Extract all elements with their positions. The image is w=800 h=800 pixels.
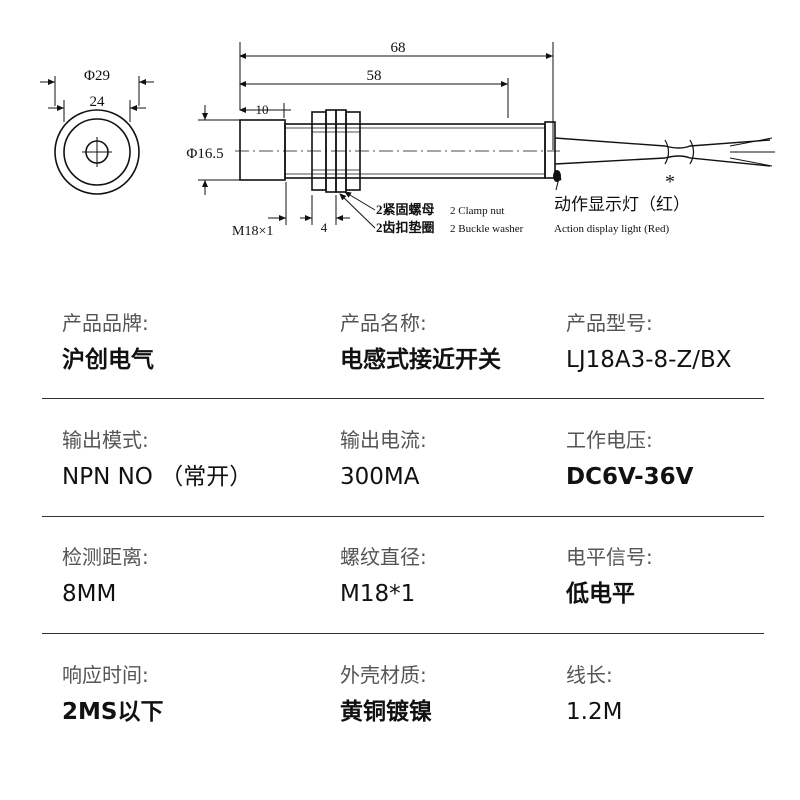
callout-clamp-nut-en: 2 Clamp nut — [450, 205, 504, 217]
dim-68: 68 — [391, 40, 406, 56]
spec-value: 8MM — [62, 581, 117, 607]
spec-label: 响应时间: — [62, 663, 149, 687]
spec-cell-voltage: 工作电压: DC6V-36V — [566, 425, 796, 495]
spec-value: 电感式接近开关 — [340, 347, 501, 373]
spec-value: 沪创电气 — [62, 347, 154, 373]
dim-24: 24 — [90, 94, 106, 110]
dim-phi29: Φ29 — [84, 68, 110, 84]
row-divider — [42, 516, 764, 517]
spec-label: 工作电压: — [566, 428, 653, 452]
spec-value: M18*1 — [340, 581, 416, 607]
spec-cell-detect-distance: 检测距离: 8MM — [62, 542, 292, 612]
spec-label: 输出电流: — [340, 428, 427, 452]
spec-value: 黄铜镀镍 — [340, 699, 432, 725]
dim-4: 4 — [321, 220, 328, 235]
spec-cell-brand: 产品品牌: 沪创电气 — [62, 308, 292, 378]
spec-label: 输出模式: — [62, 428, 149, 452]
spec-value: 低电平 — [566, 581, 635, 607]
spec-value: 2MS以下 — [62, 699, 164, 725]
spec-cell-cable-length: 线长: 1.2M — [566, 660, 796, 730]
callout-washer-cn: 2齿扣垫圈 — [376, 220, 435, 235]
spec-row: 检测距离: 8MM 螺纹直径: M18*1 电平信号: 低电平 — [42, 542, 764, 660]
spec-label: 线长: — [566, 663, 613, 687]
spec-label: 检测距离: — [62, 545, 149, 569]
spec-label: 产品型号: — [566, 311, 653, 335]
spec-cell-output-mode: 输出模式: NPN NO （常开） — [62, 425, 292, 495]
spec-cell-response-time: 响应时间: 2MS以下 — [62, 660, 292, 730]
sensor-dimension-drawing: Φ29 24 — [40, 40, 775, 239]
row-divider — [42, 398, 764, 399]
spec-label: 外壳材质: — [340, 663, 427, 687]
row-divider — [42, 633, 764, 634]
spec-cell-thread: 螺纹直径: M18*1 — [340, 542, 570, 612]
callout-washer-en: 2 Buckle washer — [450, 223, 524, 235]
spec-cell-level-signal: 电平信号: 低电平 — [566, 542, 796, 612]
end-view — [40, 76, 154, 195]
spec-value: NPN NO （常开） — [62, 464, 253, 490]
spec-table: 产品品牌: 沪创电气 产品名称: 电感式接近开关 产品型号: LJ18A3-8-… — [0, 290, 800, 800]
spec-row: 响应时间: 2MS以下 外壳材质: 黄铜镀镍 线长: 1.2M — [42, 660, 764, 778]
side-view — [198, 42, 775, 229]
spec-row: 产品品牌: 沪创电气 产品名称: 电感式接近开关 产品型号: LJ18A3-8-… — [42, 308, 764, 426]
spec-cell-output-current: 输出电流: 300MA — [340, 425, 570, 495]
dim-m18x1: M18×1 — [232, 224, 273, 239]
spec-label: 电平信号: — [566, 545, 653, 569]
callout-clamp-nut-cn: 2紧固螺母 — [376, 202, 435, 217]
spec-label: 产品品牌: — [62, 311, 149, 335]
spec-row: 输出模式: NPN NO （常开） 输出电流: 300MA 工作电压: DC6V… — [42, 425, 764, 543]
dim-star: * — [665, 171, 675, 193]
spec-value: 1.2M — [566, 699, 623, 725]
spec-label: 产品名称: — [340, 311, 427, 335]
spec-value: DC6V-36V — [566, 464, 694, 490]
spec-value: 300MA — [340, 464, 420, 490]
dim-58: 58 — [367, 68, 382, 84]
spec-value: LJ18A3-8-Z/BX — [566, 347, 732, 373]
callout-light-en: Action display light (Red) — [554, 223, 670, 235]
spec-label: 螺纹直径: — [340, 545, 427, 569]
callout-light-cn: 动作显示灯（红） — [554, 195, 690, 214]
spec-cell-model: 产品型号: LJ18A3-8-Z/BX — [566, 308, 796, 378]
dim-phi16-5: Φ16.5 — [186, 146, 223, 162]
spec-cell-product-name: 产品名称: 电感式接近开关 — [340, 308, 570, 378]
spec-cell-housing: 外壳材质: 黄铜镀镍 — [340, 660, 570, 730]
dim-10: 10 — [256, 102, 269, 117]
